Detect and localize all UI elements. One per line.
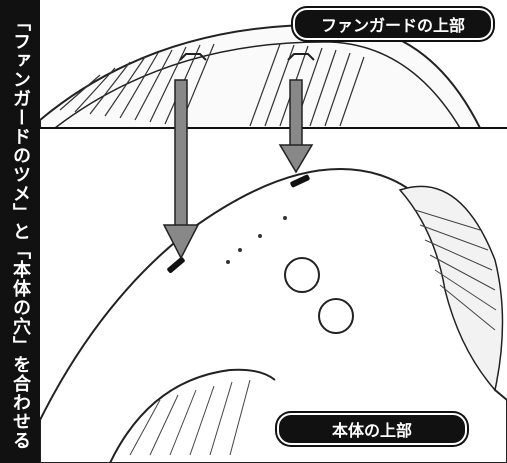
side-instruction-text: 「ファンガードのツメ」と「本体の穴」を合わせる: [10, 13, 31, 450]
body-top-label: 本体の上部: [277, 413, 467, 445]
fan-guard-top-label: ファンガードの上部: [293, 8, 493, 40]
side-instruction-bar: 「ファンガードのツメ」と「本体の穴」を合わせる: [0, 0, 40, 463]
assembly-illustration: [40, 0, 507, 463]
down-arrow-icon: [162, 79, 200, 260]
fan-body-illustration: [40, 168, 507, 463]
down-arrow-icon: [278, 79, 314, 174]
